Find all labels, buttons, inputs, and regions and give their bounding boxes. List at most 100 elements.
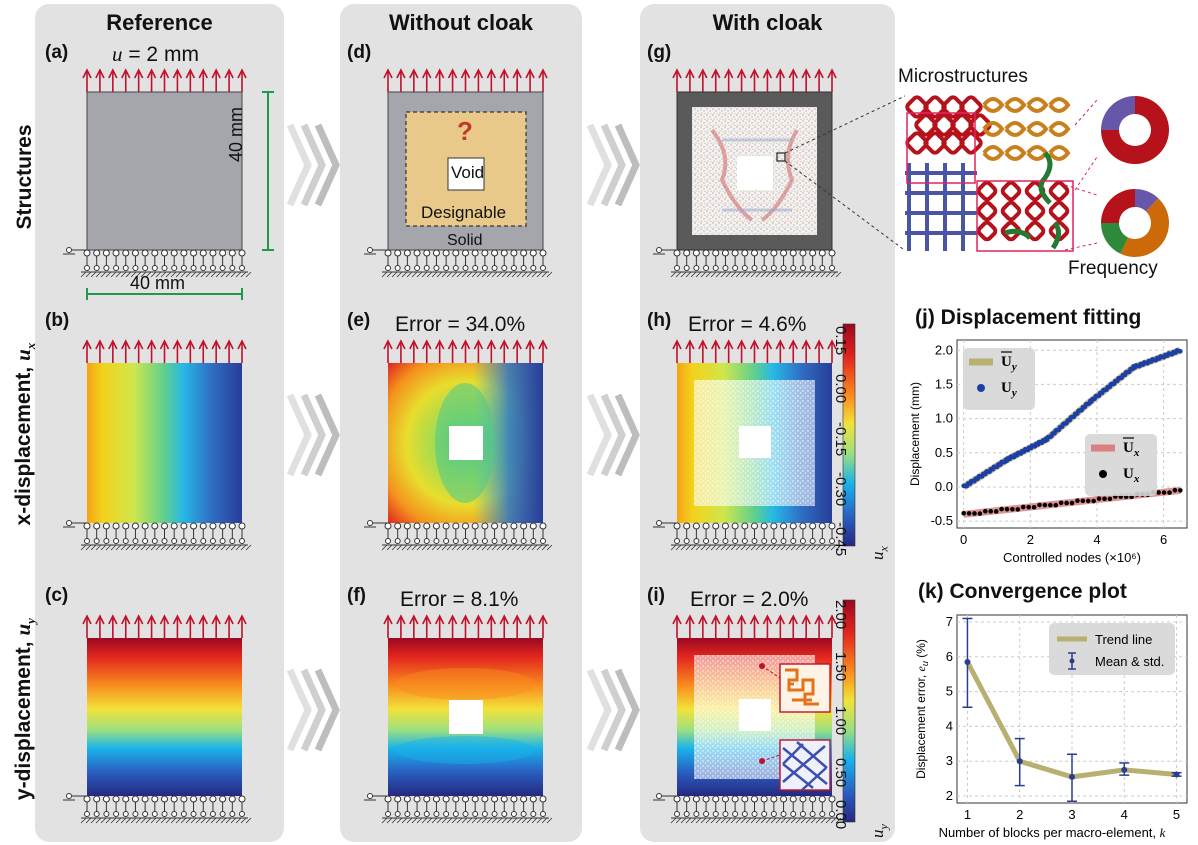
roller-support bbox=[828, 249, 836, 257]
data-point bbox=[1015, 507, 1021, 512]
roller-support bbox=[741, 522, 749, 530]
row-label-structures: Structures bbox=[13, 124, 36, 230]
data-point bbox=[1031, 504, 1037, 510]
roller-support bbox=[432, 795, 440, 803]
roller-support bbox=[442, 522, 450, 530]
roller-support bbox=[141, 522, 149, 530]
panel-label-a: (a) bbox=[45, 42, 69, 63]
roller-support bbox=[423, 249, 431, 257]
roller-support bbox=[131, 249, 139, 257]
roller-support bbox=[539, 522, 547, 530]
roller-support bbox=[102, 795, 110, 803]
data-point bbox=[1080, 498, 1086, 504]
roller-support bbox=[384, 522, 392, 530]
roller-support bbox=[238, 795, 246, 803]
height-dimension: 40 mm bbox=[226, 106, 246, 162]
legend-swatch bbox=[1099, 470, 1107, 478]
data-point bbox=[1010, 506, 1015, 512]
roller-support bbox=[780, 249, 788, 257]
roller-support bbox=[731, 522, 739, 530]
roller-support bbox=[190, 795, 198, 803]
question-mark: ? bbox=[457, 116, 473, 146]
roller-support bbox=[529, 522, 537, 530]
roller-support bbox=[712, 795, 720, 803]
roller-support bbox=[170, 795, 178, 803]
roller-support bbox=[83, 795, 91, 803]
colorbar-ux-tick-0: 0.15 bbox=[832, 326, 849, 356]
y-tick-label: 6 bbox=[946, 649, 953, 664]
row-label-y-displacement: y-displacement, uy bbox=[10, 618, 39, 801]
roller-support bbox=[83, 249, 91, 257]
row-label-x-displacement: x-displacement, ux bbox=[10, 342, 39, 526]
arrow-chevrons-1 bbox=[286, 123, 340, 207]
roller-support bbox=[209, 249, 217, 257]
legend-label: Ux bbox=[1123, 466, 1140, 485]
panel-i-field bbox=[653, 614, 842, 824]
roller-support bbox=[789, 522, 797, 530]
colorbar-uy bbox=[842, 599, 856, 823]
roller-support bbox=[413, 249, 421, 257]
roller-support bbox=[702, 249, 710, 257]
data-point bbox=[1107, 496, 1113, 502]
data-point bbox=[1091, 498, 1096, 504]
load-label: u = 2 mm bbox=[112, 42, 199, 66]
data-point bbox=[1075, 498, 1080, 504]
panel-h-field bbox=[653, 339, 842, 551]
roller-support bbox=[209, 795, 217, 803]
y-tick-label: 0.5 bbox=[935, 445, 953, 460]
panel-label-i: (i) bbox=[647, 585, 665, 606]
colorbar-ux-tick-1: 0.00 bbox=[832, 374, 849, 404]
roller-support bbox=[228, 795, 236, 803]
roller-support bbox=[770, 795, 778, 803]
roller-support bbox=[500, 795, 508, 803]
roller-support bbox=[799, 249, 807, 257]
data-point bbox=[1102, 496, 1107, 502]
legend-box bbox=[1049, 623, 1175, 675]
data-point bbox=[1042, 502, 1048, 508]
roller-support bbox=[751, 249, 758, 257]
roller-support bbox=[721, 249, 729, 257]
roller-support bbox=[199, 249, 207, 257]
roller-support bbox=[161, 249, 168, 257]
roller-support bbox=[760, 249, 768, 257]
roller-support bbox=[413, 522, 421, 530]
roller-support bbox=[122, 795, 130, 803]
roller-support bbox=[818, 249, 826, 257]
data-point bbox=[966, 511, 972, 516]
colorbar-uy-tick-4: 0.00 bbox=[832, 800, 849, 830]
colorbar-uy-tick-2: 1.00 bbox=[832, 706, 849, 736]
legend-label: Mean & std. bbox=[1095, 654, 1164, 669]
y-tick-label: 1.0 bbox=[935, 411, 953, 426]
arrow-chevrons-6 bbox=[586, 668, 640, 752]
roller-support bbox=[770, 249, 778, 257]
legend-label: Uy bbox=[1001, 380, 1017, 399]
roller-support bbox=[219, 795, 227, 803]
roller-support bbox=[102, 522, 110, 530]
column-title-reference: Reference bbox=[106, 10, 213, 35]
roller-support bbox=[394, 795, 402, 803]
error-i: Error = 2.0% bbox=[690, 588, 809, 611]
roller-support bbox=[809, 249, 817, 257]
panel-label-d: (d) bbox=[347, 42, 372, 63]
roller-support bbox=[539, 249, 547, 257]
roller-supports bbox=[63, 247, 252, 278]
pie-slice bbox=[1101, 223, 1129, 254]
roller-support bbox=[413, 795, 421, 803]
roller-support bbox=[112, 795, 120, 803]
roller-support bbox=[180, 522, 188, 530]
data-point bbox=[1156, 490, 1161, 495]
roller-support bbox=[122, 249, 130, 257]
roller-support bbox=[770, 522, 778, 530]
panel-label-c: (c) bbox=[45, 585, 69, 606]
roller-support bbox=[432, 249, 440, 257]
column-title-with-cloak: With cloak bbox=[712, 10, 823, 35]
data-point bbox=[977, 511, 983, 516]
roller-support bbox=[510, 522, 518, 530]
roller-support bbox=[673, 795, 681, 803]
roller-support bbox=[799, 522, 807, 530]
arrow-chevrons-5 bbox=[286, 668, 340, 752]
x-axis-label: Number of blocks per macro-element, k bbox=[939, 825, 1166, 840]
roller-support bbox=[161, 522, 168, 530]
error-f: Error = 8.1% bbox=[400, 588, 519, 611]
